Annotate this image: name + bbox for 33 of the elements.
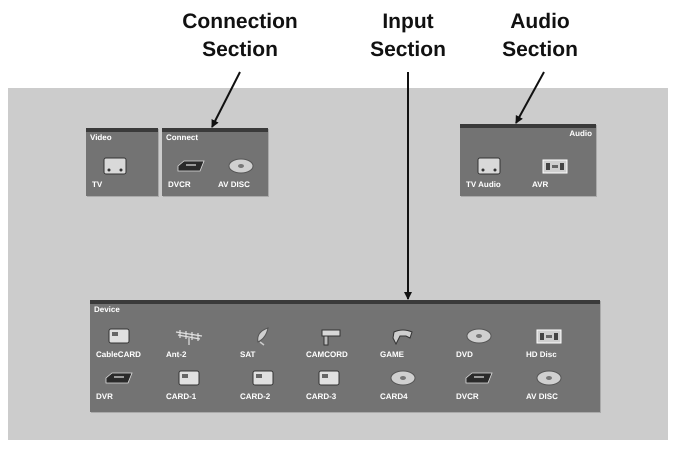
section-heading: Audio Section [501, 9, 579, 63]
panel-title: Audio [569, 128, 592, 140]
device-label: HD Disc [526, 351, 557, 359]
section-panel [86, 128, 158, 196]
section-heading: Connection Section [181, 9, 299, 63]
device-label: AVR [532, 181, 548, 189]
device-label: AV DISC [526, 393, 558, 401]
section-panel [460, 124, 596, 196]
device-label: DVCR [168, 181, 191, 189]
device-label: CAMCORD [306, 351, 348, 359]
arrow [515, 72, 545, 124]
device-label: GAME [380, 351, 404, 359]
section-heading: Input Section [369, 9, 447, 63]
device-label: CARD-1 [166, 393, 196, 401]
device-label: CARD4 [380, 393, 408, 401]
device-label: TV Audio [466, 181, 501, 189]
device-label: CARD-2 [240, 393, 270, 401]
device-label: DVCR [456, 393, 479, 401]
device-label: Ant-2 [166, 351, 186, 359]
device-label: DVR [96, 393, 113, 401]
device-label: DVD [456, 351, 473, 359]
panel-title: Connect [166, 132, 198, 144]
panel-title: Device [94, 304, 120, 316]
device-label: TV [92, 181, 102, 189]
arrow [404, 72, 412, 300]
section-panel [90, 300, 600, 412]
section-panel [162, 128, 268, 196]
device-label: AV DISC [218, 181, 250, 189]
device-label: CARD-3 [306, 393, 336, 401]
arrow [211, 72, 241, 128]
device-label: CableCARD [96, 351, 141, 359]
panel-title: Video [90, 132, 112, 144]
device-label: SAT [240, 351, 256, 359]
